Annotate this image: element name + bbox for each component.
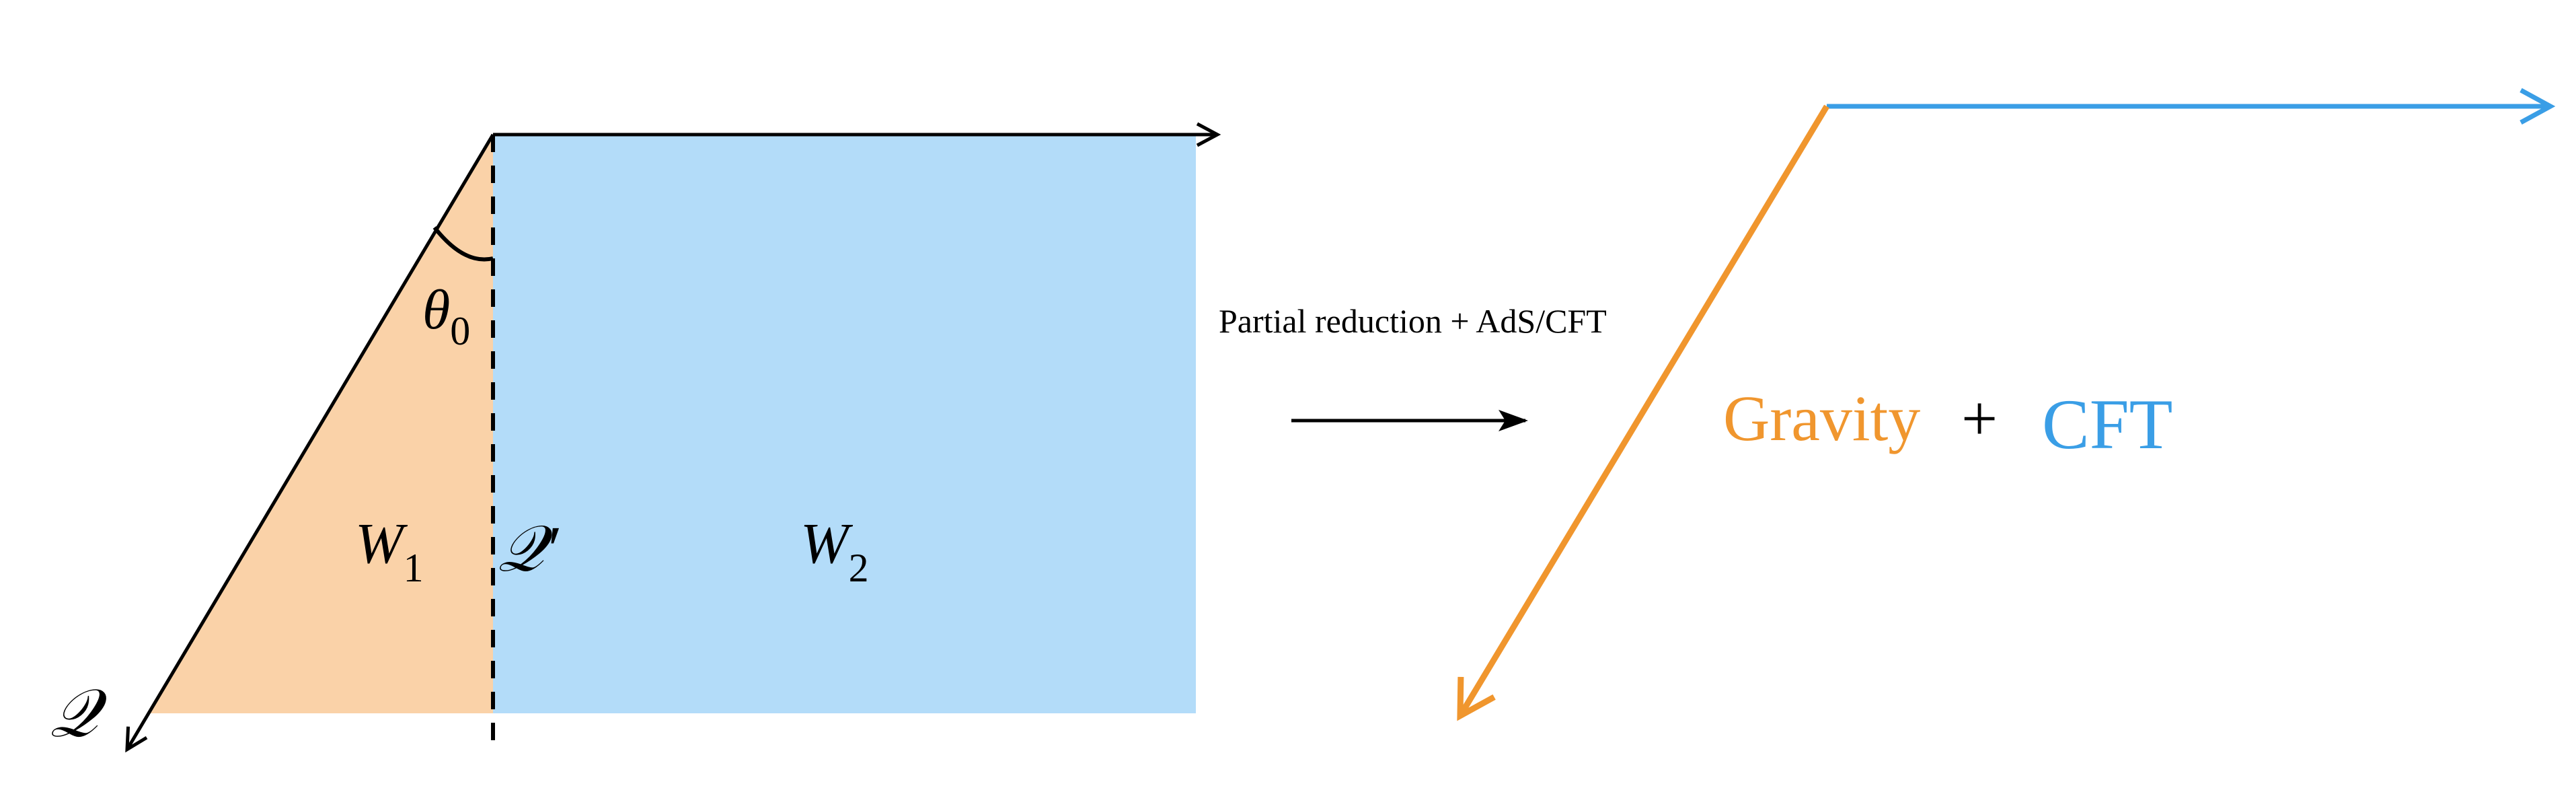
- brane-q-label: 𝒬: [50, 676, 108, 751]
- w2-label: W2: [800, 511, 869, 590]
- w1-subscript: 1: [404, 546, 424, 590]
- angle-arc: [432, 226, 494, 262]
- w2-subscript: 2: [849, 546, 869, 590]
- cft-label: CFT: [2042, 385, 2172, 464]
- angle-subscript: 0: [450, 309, 470, 353]
- angle-label: θ0: [422, 279, 470, 353]
- region-w2: [493, 135, 1196, 713]
- gravity-label: Gravity: [1723, 382, 1920, 454]
- plus-label: +: [1961, 382, 1998, 454]
- brane-q-arrow: [125, 133, 495, 753]
- gravity-brane-arrow: [1461, 104, 1829, 715]
- reduction-caption: Partial reduction + AdS/CFT: [1219, 302, 1607, 340]
- w1-label: W1: [355, 511, 424, 590]
- brane-q-prime-label: 𝒬′: [498, 513, 560, 585]
